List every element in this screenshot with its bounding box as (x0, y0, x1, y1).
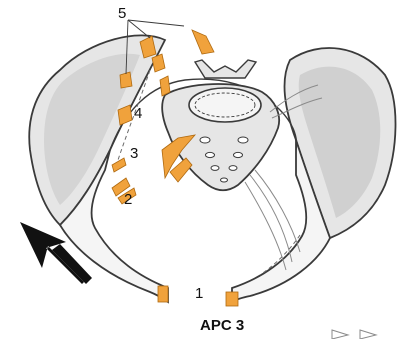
label-2: 2 (124, 191, 132, 208)
right-iliac-wing (285, 48, 396, 238)
caption-apc3: APC 3 (200, 317, 244, 334)
injury-5-b (192, 30, 214, 54)
label-4: 4 (134, 105, 142, 122)
label-5: 5 (118, 5, 126, 22)
left-iliac-wing (29, 35, 165, 225)
label-3: 3 (130, 145, 138, 162)
injury-symphysis-left (158, 286, 168, 302)
triangle-marks (332, 330, 376, 339)
label-1: 1 (195, 285, 203, 302)
injury-symphysis-right (226, 292, 238, 306)
injury-3 (112, 158, 126, 172)
vertebral-body (189, 88, 261, 122)
